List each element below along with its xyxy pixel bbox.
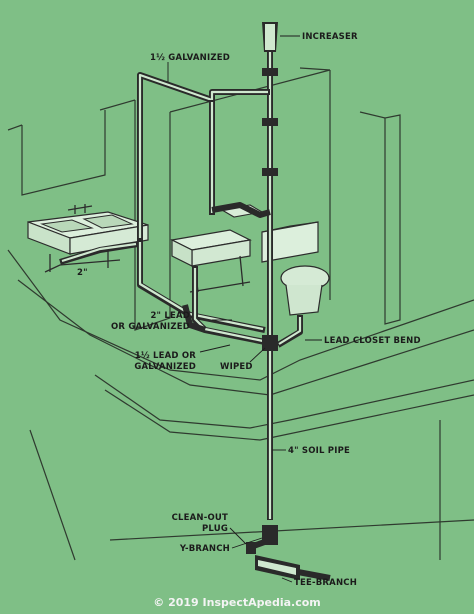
label-cleanout-line2: PLUG bbox=[202, 524, 228, 534]
back-wall bbox=[134, 100, 171, 331]
sink bbox=[27, 204, 149, 273]
label-lead-galv-2-line1: 2" LEAD bbox=[150, 311, 190, 321]
stack-coupling-3 bbox=[262, 168, 278, 176]
room-walls bbox=[7, 67, 474, 561]
label-lead-closet-bend: LEAD CLOSET BEND bbox=[324, 336, 421, 346]
labels: INCREASER 1½ GALVANIZED 2" 2" LEAD OR GA… bbox=[77, 32, 421, 588]
label-y-branch: Y-BRANCH bbox=[179, 544, 230, 554]
basement-floor bbox=[109, 519, 474, 541]
label-lead-galv-15-line1: 1½ LEAD OR bbox=[135, 350, 197, 361]
left-wall bbox=[21, 110, 106, 196]
stack-tee bbox=[262, 335, 278, 351]
stack-coupling-1 bbox=[262, 68, 278, 76]
toilet-base bbox=[285, 284, 323, 316]
floor-edge bbox=[7, 249, 474, 381]
label-sink-drain: 2" bbox=[77, 268, 88, 278]
cleanout-plug bbox=[246, 542, 256, 554]
sink-basin-left bbox=[40, 219, 94, 233]
toilet-tank bbox=[261, 221, 319, 263]
sink-basin-right bbox=[82, 214, 134, 229]
copyright-text: © 2019 InspectApedia.com bbox=[153, 596, 321, 609]
label-lead-galv-2-line2: OR GALVANIZED bbox=[111, 322, 190, 332]
label-vent-pipe: 1½ GALVANIZED bbox=[150, 52, 230, 63]
sink-faucet bbox=[67, 204, 93, 214]
y-branch-fitting bbox=[262, 525, 278, 545]
label-soil-pipe: 4" SOIL PIPE bbox=[288, 446, 350, 456]
partition-wall bbox=[384, 114, 401, 325]
label-increaser: INCREASER bbox=[302, 32, 358, 42]
basement-wall-left bbox=[29, 429, 76, 561]
label-tee-branch: TEE-BRANCH bbox=[294, 578, 357, 588]
lavatory bbox=[170, 229, 252, 293]
toilet bbox=[220, 204, 330, 316]
stack-coupling-2 bbox=[262, 118, 278, 126]
label-lead-galv-15-line2: GALVANIZED bbox=[134, 362, 196, 372]
label-wiped: WIPED bbox=[220, 362, 253, 372]
house-drain bbox=[297, 569, 331, 581]
piping bbox=[59, 22, 331, 581]
label-cleanout-line1: CLEAN-OUT bbox=[172, 513, 228, 523]
slab-edge bbox=[94, 374, 474, 429]
